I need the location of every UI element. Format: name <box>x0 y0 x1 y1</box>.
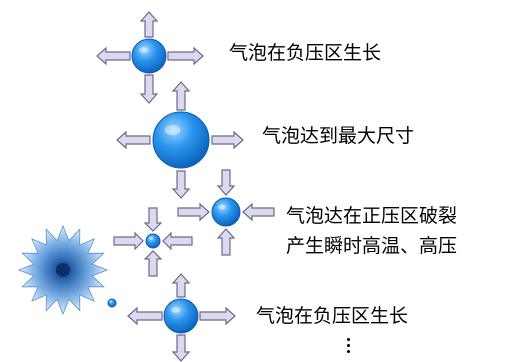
stage1-arrow-up-icon <box>139 11 159 38</box>
continuation-ellipsis-icon <box>346 338 352 356</box>
collapse-arrow-up-icon <box>143 250 163 277</box>
stage3-arrow-left-icon <box>242 202 275 222</box>
burst-core <box>56 263 70 277</box>
stage3-arrow-up-icon <box>216 228 236 256</box>
bubble-stage2-highlight <box>164 125 181 136</box>
stage1-arrow-left-icon <box>96 46 131 66</box>
bubble-stage2 <box>152 111 210 169</box>
bubble-residual-highlight <box>109 300 112 303</box>
bubble-stage4 <box>163 298 199 334</box>
stage1-label: 气泡在负压区生长 <box>229 42 382 64</box>
stage1-arrow-right-icon <box>167 46 204 66</box>
stage3-label-line2: 产生瞬时高温、高压 <box>286 235 458 257</box>
stage3-arrow-down-icon <box>216 169 236 196</box>
stage4-label: 气泡在负压区生长 <box>256 305 409 327</box>
stage4-arrow-up-icon <box>171 273 191 298</box>
stage2-label: 气泡达到最大尺寸 <box>262 125 415 147</box>
bubble-collapsing <box>145 233 161 249</box>
stage2-arrow-right-icon <box>211 130 244 150</box>
bubble-stage3-highlight <box>217 204 226 210</box>
bubble-stage4-highlight <box>171 306 181 314</box>
bubble-stage1 <box>131 38 167 74</box>
stage4-arrow-down-icon <box>171 334 191 362</box>
stage4-arrow-right-icon <box>199 306 236 326</box>
bubble-stage3 <box>211 197 241 227</box>
collapse-arrow-right-icon <box>113 231 144 251</box>
bubble-residual <box>107 298 117 308</box>
stage3-label-line1: 气泡达在正压区破裂 <box>286 205 458 227</box>
stage1-arrow-down-icon <box>139 74 159 104</box>
stage4-arrow-left-icon <box>127 306 163 326</box>
stage3-arrow-right-icon <box>177 202 210 222</box>
stage2-arrow-down-icon <box>171 170 191 199</box>
bubble-stage1-highlight <box>139 46 149 54</box>
collapse-arrow-down-icon <box>143 207 163 232</box>
stage2-arrow-up-icon <box>171 81 191 111</box>
stage2-arrow-left-icon <box>116 130 151 150</box>
bubble-collapsing-highlight <box>148 237 153 240</box>
collapse-arrow-left-icon <box>162 231 193 251</box>
